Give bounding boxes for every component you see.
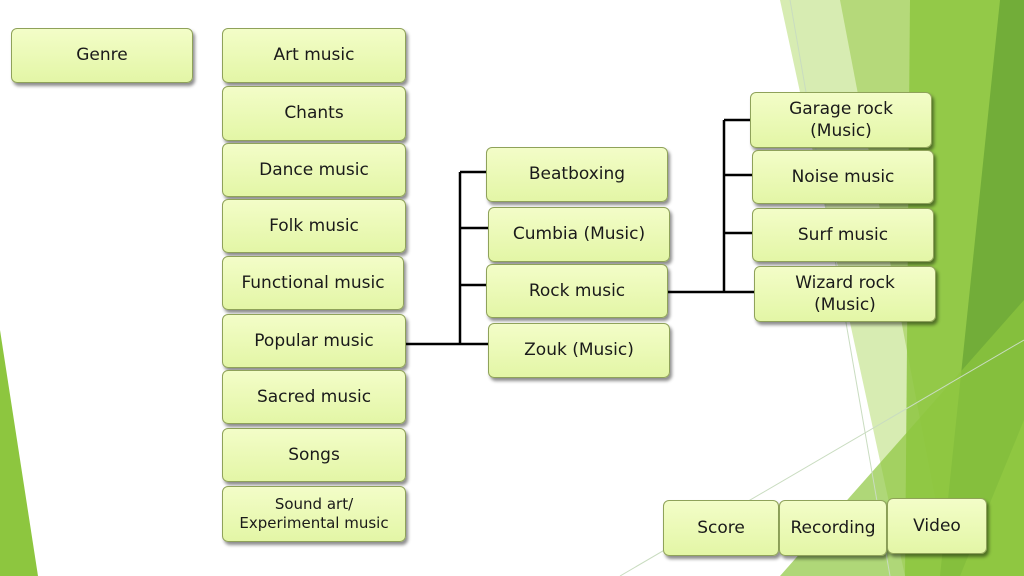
bg-shape-left bbox=[0, 330, 38, 576]
node-label: Garage rock (Music) bbox=[789, 98, 893, 141]
node-folk-music[interactable]: Folk music bbox=[222, 199, 406, 253]
node-cumbia[interactable]: Cumbia (Music) bbox=[488, 207, 670, 262]
node-label: Dance music bbox=[259, 159, 369, 180]
node-label: Surf music bbox=[797, 224, 889, 245]
node-zouk[interactable]: Zouk (Music) bbox=[488, 323, 670, 378]
node-label: Cumbia (Music) bbox=[512, 224, 646, 245]
node-video[interactable]: Video bbox=[887, 498, 987, 554]
node-songs[interactable]: Songs bbox=[222, 428, 406, 482]
node-dance-music[interactable]: Dance music bbox=[222, 143, 406, 197]
node-label: Art music bbox=[273, 45, 355, 66]
node-label: Zouk (Music) bbox=[524, 340, 634, 361]
node-wizard-rock[interactable]: Wizard rock (Music) bbox=[754, 266, 936, 322]
node-label: Functional music bbox=[241, 272, 385, 293]
node-garage-rock[interactable]: Garage rock (Music) bbox=[750, 92, 932, 148]
node-sacred-music[interactable]: Sacred music bbox=[222, 370, 406, 424]
node-label: Songs bbox=[288, 444, 340, 465]
node-sound-art[interactable]: Sound art/ Experimental music bbox=[222, 486, 406, 542]
node-rock-music[interactable]: Rock music bbox=[486, 264, 668, 318]
node-label: Rock music bbox=[528, 280, 626, 301]
node-label: Recording bbox=[790, 517, 876, 538]
node-noise-music[interactable]: Noise music bbox=[752, 150, 934, 204]
node-label: Folk music bbox=[269, 215, 359, 236]
node-label: Score bbox=[697, 517, 745, 538]
node-functional-music[interactable]: Functional music bbox=[222, 256, 404, 310]
node-art-music[interactable]: Art music bbox=[222, 28, 406, 83]
node-genre-label: Genre bbox=[76, 45, 128, 66]
node-label: Noise music bbox=[791, 166, 895, 187]
node-beatboxing[interactable]: Beatboxing bbox=[486, 147, 668, 202]
node-label: Sound art/ Experimental music bbox=[239, 494, 389, 533]
node-surf-music[interactable]: Surf music bbox=[752, 208, 934, 262]
node-label: Beatboxing bbox=[528, 164, 626, 185]
node-label: Chants bbox=[284, 103, 344, 124]
node-score[interactable]: Score bbox=[663, 500, 779, 556]
node-label: Video bbox=[913, 515, 961, 536]
node-label: Popular music bbox=[254, 330, 374, 351]
node-chants[interactable]: Chants bbox=[222, 86, 406, 141]
node-label: Wizard rock (Music) bbox=[795, 272, 895, 315]
node-popular-music[interactable]: Popular music bbox=[222, 314, 406, 368]
node-label: Sacred music bbox=[256, 386, 372, 407]
node-recording[interactable]: Recording bbox=[779, 500, 887, 556]
node-genre[interactable]: Genre bbox=[11, 28, 193, 83]
